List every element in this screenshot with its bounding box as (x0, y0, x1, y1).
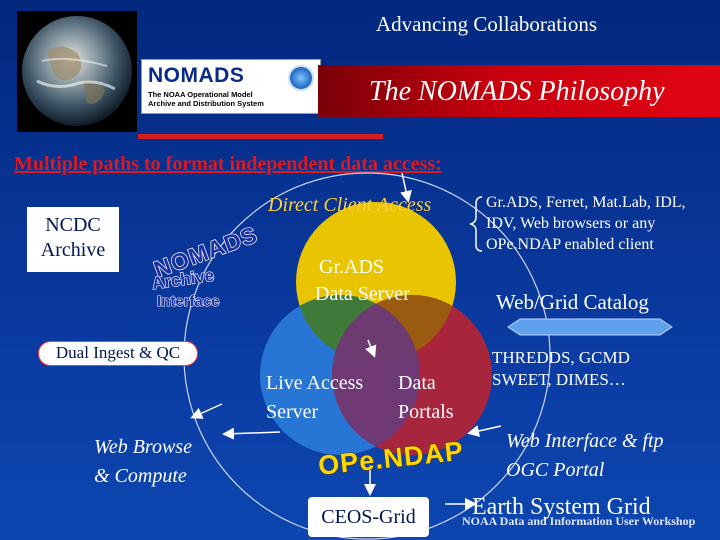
client-line1: Gr.ADS, Ferret, Mat.Lab, IDL, (486, 194, 686, 211)
logo-subtitle: The NOAA Operational Model Archive and D… (148, 90, 264, 108)
logo-subtitle-line2: Archive and Distribution System (148, 99, 264, 108)
thredds-line2: SWEET, DIMES… (492, 370, 626, 389)
portals-line2: Portals (398, 401, 454, 423)
catalog-banner-arrow (507, 318, 673, 336)
divider-rule (138, 134, 383, 139)
earth-system-grid-label: Earth System Grid (472, 494, 651, 520)
arrow-center (365, 339, 377, 358)
web-interface-line1: Web Interface & ftp (506, 430, 664, 452)
las-line2: Server (266, 401, 319, 423)
arrow-web-browse-2 (222, 427, 281, 440)
client-line2: IDV, Web browsers or any (486, 215, 656, 232)
las-line1: Live Access (266, 372, 364, 394)
client-line3: OPe.NDAP enabled client (486, 236, 654, 253)
arrow-web-interface (467, 425, 502, 437)
arrow-web-browse-1 (190, 403, 223, 419)
thredds-label: THREDDS, GCMD SWEET, DIMES… (492, 347, 630, 391)
title-band (318, 65, 720, 117)
dual-ingest-box: Dual Ingest & QC (38, 341, 198, 366)
wordart-interface: Interface (157, 293, 220, 310)
slide-title: The NOMADS Philosophy (369, 76, 665, 107)
web-interface-label: Web Interface & ftp OGC Portal (506, 427, 664, 485)
portals-line1: Data (398, 372, 436, 394)
arrow-direct-client (400, 172, 412, 203)
direct-client-access-label: Direct Client Access (268, 194, 432, 216)
ceos-grid-box: CEOS-Grid (308, 497, 429, 537)
web-browse-line2: & Compute (94, 465, 187, 487)
footer-text: NOAA Data and Information User Workshop (462, 514, 696, 528)
subtitle: Multiple paths to format independent dat… (14, 153, 442, 175)
data-portals-label: Data Portals (398, 369, 454, 427)
web-browse-label: Web Browse & Compute (94, 433, 192, 491)
grads-data-server-label: Gr.ADS Data Server (315, 254, 410, 308)
client-list: Gr.ADS, Ferret, Mat.Lab, IDL, IDV, Web b… (486, 192, 686, 255)
earth-globe-image (17, 11, 137, 132)
web-interface-line2: OGC Portal (506, 459, 605, 481)
logo-name: NOMADS (148, 64, 245, 87)
ncdc-archive-box: NCDC Archive (27, 207, 119, 272)
header-title: Advancing Collaborations (376, 12, 598, 36)
logo-subtitle-line1: The NOAA Operational Model (148, 90, 253, 99)
overlap-las-portals (332, 295, 420, 455)
nomads-logo: NOMADS The NOAA Operational Model Archiv… (141, 59, 321, 114)
web-browse-line1: Web Browse (94, 436, 192, 458)
thredds-line1: THREDDS, GCMD (492, 348, 630, 367)
ncdc-line1: NCDC (45, 214, 101, 236)
ncdc-line2: Archive (40, 239, 106, 261)
nomads-archive-interface-wordart: NOMADS Archive Interface (150, 220, 262, 310)
live-access-server-label: Live Access Server (266, 369, 363, 427)
client-brace (468, 196, 483, 252)
grads-line1: Gr.ADS (319, 256, 385, 278)
noaa-seal-icon (288, 65, 314, 91)
web-grid-catalog-label: Web/Grid Catalog (496, 290, 649, 314)
grads-line2: Data Server (315, 283, 410, 305)
